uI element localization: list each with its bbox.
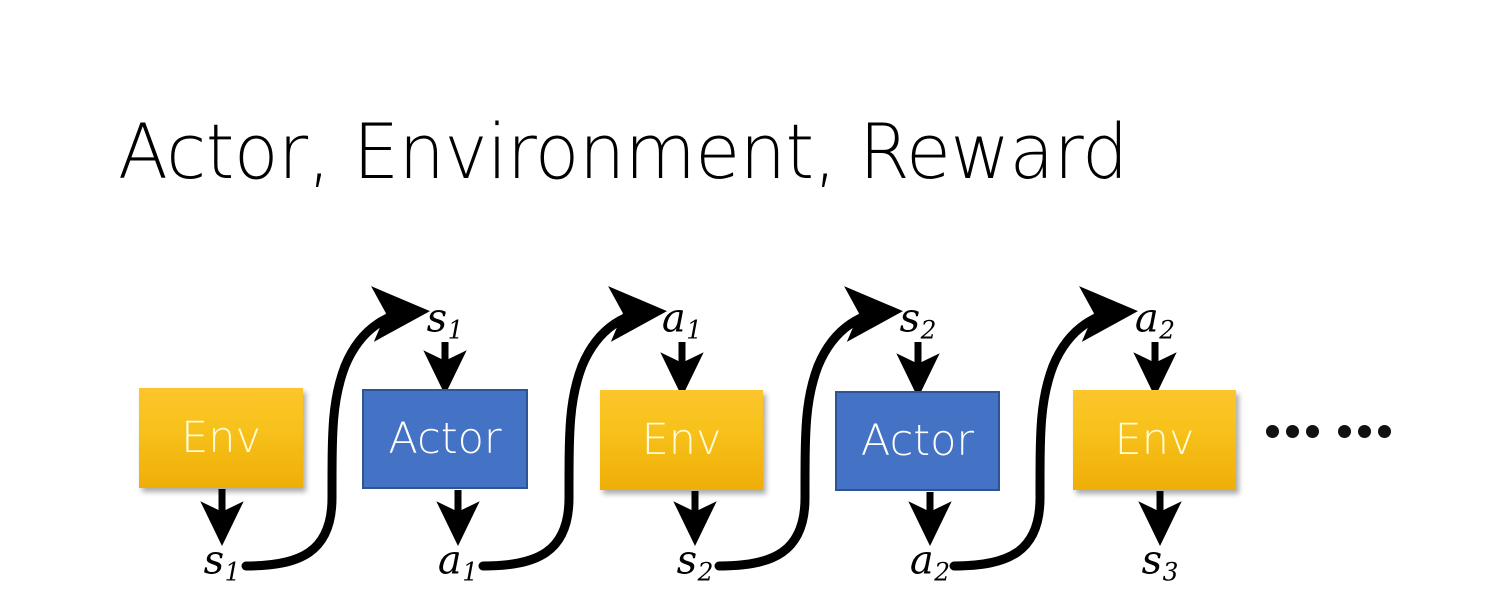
ellipsis-dot — [1338, 425, 1351, 438]
page-title: Actor, Environment, Reward — [118, 107, 1128, 196]
label-action-a2-bottom-base: a — [909, 537, 934, 584]
curve-s1-to-actor1-input — [241, 286, 430, 571]
actor-box-2[interactable]: Actor — [835, 391, 1000, 491]
env-box-3[interactable]: Env — [1073, 390, 1236, 490]
label-state-s3-bottom-sub: 3 — [1162, 557, 1179, 587]
label-state-s1-top: s1 — [427, 296, 464, 345]
label-action-a1-bottom-base: a — [437, 537, 462, 584]
label-state-s2-top-base: s — [899, 295, 921, 342]
env-box-1[interactable]: Env — [139, 388, 303, 488]
curve-a2-to-env3-input — [949, 286, 1138, 571]
actor-box-1[interactable]: Actor — [362, 389, 528, 489]
label-action-a2-bottom-sub: 2 — [934, 557, 951, 587]
ellipsis-continuation — [1266, 425, 1391, 438]
label-action-a2-top-base: a — [1134, 295, 1159, 342]
curve-s2-to-actor2-input — [714, 286, 903, 571]
ellipsis-dot — [1266, 425, 1279, 438]
curve-a1-to-env2-input — [478, 286, 667, 571]
label-state-s3-bottom-base: s — [1141, 537, 1163, 584]
label-action-a2-top-sub: 2 — [1159, 315, 1176, 345]
ellipsis-gap — [1326, 431, 1331, 432]
label-action-a1-bottom: a1 — [438, 538, 478, 587]
ellipsis-dot — [1286, 425, 1299, 438]
label-state-s2-bottom-base: s — [676, 537, 698, 584]
label-action-a1-top-sub: 1 — [686, 315, 703, 345]
label-state-s1-bottom-sub: 1 — [224, 557, 241, 587]
label-state-s1-top-sub: 1 — [447, 315, 464, 345]
label-action-a1-bottom-sub: 1 — [462, 557, 479, 587]
label-action-a1-top-base: a — [661, 295, 686, 342]
label-action-a2-top: a2 — [1135, 296, 1175, 345]
label-state-s2-bottom-sub: 2 — [697, 557, 714, 587]
label-state-s1-top-base: s — [426, 295, 448, 342]
label-state-s3-bottom: s3 — [1142, 538, 1179, 587]
label-state-s1-bottom: s1 — [204, 538, 241, 587]
label-state-s1-bottom-base: s — [203, 537, 225, 584]
actor-box-2-label: Actor — [860, 415, 975, 466]
env-box-3-label: Env — [1114, 414, 1195, 465]
ellipsis-dot — [1306, 425, 1319, 438]
ellipsis-dot — [1358, 425, 1371, 438]
ellipsis-dot — [1378, 425, 1391, 438]
actor-box-1-label: Actor — [388, 413, 502, 464]
label-state-s2-top: s2 — [900, 296, 937, 345]
env-box-1-label: Env — [181, 412, 261, 463]
env-box-2[interactable]: Env — [600, 390, 763, 490]
label-action-a1-top: a1 — [662, 296, 702, 345]
env-box-2-label: Env — [641, 414, 722, 465]
label-state-s2-top-sub: 2 — [920, 315, 937, 345]
label-action-a2-bottom: a2 — [910, 538, 950, 587]
label-state-s2-bottom: s2 — [677, 538, 714, 587]
